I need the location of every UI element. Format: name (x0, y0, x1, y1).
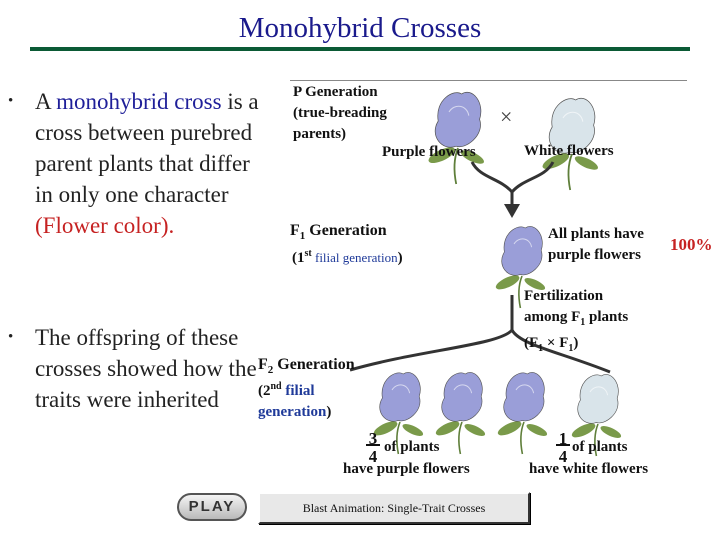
f2-rest: Generation (273, 356, 355, 373)
fraction-white-denominator: 4 (558, 447, 568, 466)
p-generation-label: P Generation (true-breading parents) (293, 82, 433, 145)
flower-icon (495, 371, 550, 455)
all-plants-label: All plants have purple flowers (548, 224, 644, 266)
fraction-bar (366, 444, 380, 446)
down-arrow-icon (349, 295, 611, 374)
f2-desc-c: generation (258, 404, 327, 420)
fraction-purple-label-2: have purple flowers (343, 461, 470, 477)
f2-desc-a: (2 (258, 383, 271, 399)
white-flowers-label: White flowers (524, 143, 614, 159)
p-gen-line: (true-breading (293, 105, 387, 121)
fert-sub: 1 (538, 343, 544, 354)
flower-icon (433, 371, 488, 455)
f1-generation-label: F1 Generation (290, 220, 387, 247)
bullet-text-pre: A (35, 89, 57, 114)
f2-subscript: 2 (267, 364, 274, 377)
f2-generation-label: F2 Generation (258, 354, 355, 381)
percent-label: 100% (670, 235, 713, 254)
bullet-text-mid: is a cross between purebred parent plant… (35, 89, 259, 207)
f1-letter: F (290, 222, 300, 239)
fertilization-label: Fertilization among F1 plants (F1 × F1) (524, 286, 628, 359)
all-plants-line: purple flowers (548, 247, 641, 263)
bullet-monohybrid: • A monohybrid cross is a cross between … (8, 86, 268, 306)
blast-animation-button[interactable]: Blast Animation: Single-Trait Crosses (258, 492, 530, 524)
diagram-rule (290, 80, 687, 81)
fraction-white-numerator: 1 (558, 429, 568, 448)
p-gen-line: P Generation (293, 84, 378, 100)
p-gen-line: parents) (293, 126, 347, 142)
f1-desc-b: filial generation (311, 250, 398, 265)
bullet-offspring: • The offspring of these crosses showed … (8, 322, 268, 452)
fert-text: plants (585, 309, 629, 325)
f1-desc-sup: st (304, 248, 312, 259)
fraction-purple-numerator: 3 (368, 429, 378, 448)
f2-desc-sup: nd (270, 381, 282, 392)
fert-text: × F (543, 335, 569, 351)
f1-rest: Generation (305, 222, 387, 239)
bullet-text: A monohybrid cross is a cross between pu… (35, 86, 267, 241)
f2-desc-d: ) (326, 404, 332, 420)
term-monohybrid-cross: monohybrid cross (56, 89, 222, 114)
bullet-marker: • (8, 93, 14, 109)
f1-desc-a: (1 (292, 250, 305, 266)
all-plants-line: All plants have (548, 226, 644, 242)
fraction-purple-label: of plants (384, 439, 440, 455)
bullet-marker: • (8, 329, 14, 345)
cross-symbol: × (500, 104, 513, 129)
fert-line: Fertilization (524, 288, 604, 304)
f2-letter: F (258, 356, 268, 373)
title-divider (30, 47, 690, 51)
merge-arrow-icon (470, 161, 555, 218)
flower-color-note: (Flower color). (35, 213, 175, 238)
f1-description: (1st filial generation) (292, 243, 403, 269)
f1-subscript: 1 (299, 230, 306, 243)
fert-text: (F (524, 335, 539, 351)
fert-text: among F (524, 309, 581, 325)
fraction-purple-denominator: 4 (368, 447, 378, 466)
f2-description: (2nd filial generation) (258, 376, 331, 423)
f1-desc-c: ) (397, 250, 403, 266)
fraction-bar (556, 444, 570, 446)
fert-sub: 1 (580, 317, 586, 328)
slide-title: Monohybrid Crosses (238, 12, 482, 44)
fraction-white-label-2: have white flowers (529, 461, 649, 477)
fert-sub: 1 (568, 343, 574, 354)
purple-flowers-label: Purple flowers (382, 144, 476, 160)
fraction-white-label: of plants (572, 439, 628, 455)
play-button[interactable]: PLAY (177, 493, 247, 521)
bullet-text: The offspring of these crosses showed ho… (35, 325, 257, 412)
fert-text: ) (573, 335, 579, 351)
f2-desc-b: filial (281, 383, 315, 399)
